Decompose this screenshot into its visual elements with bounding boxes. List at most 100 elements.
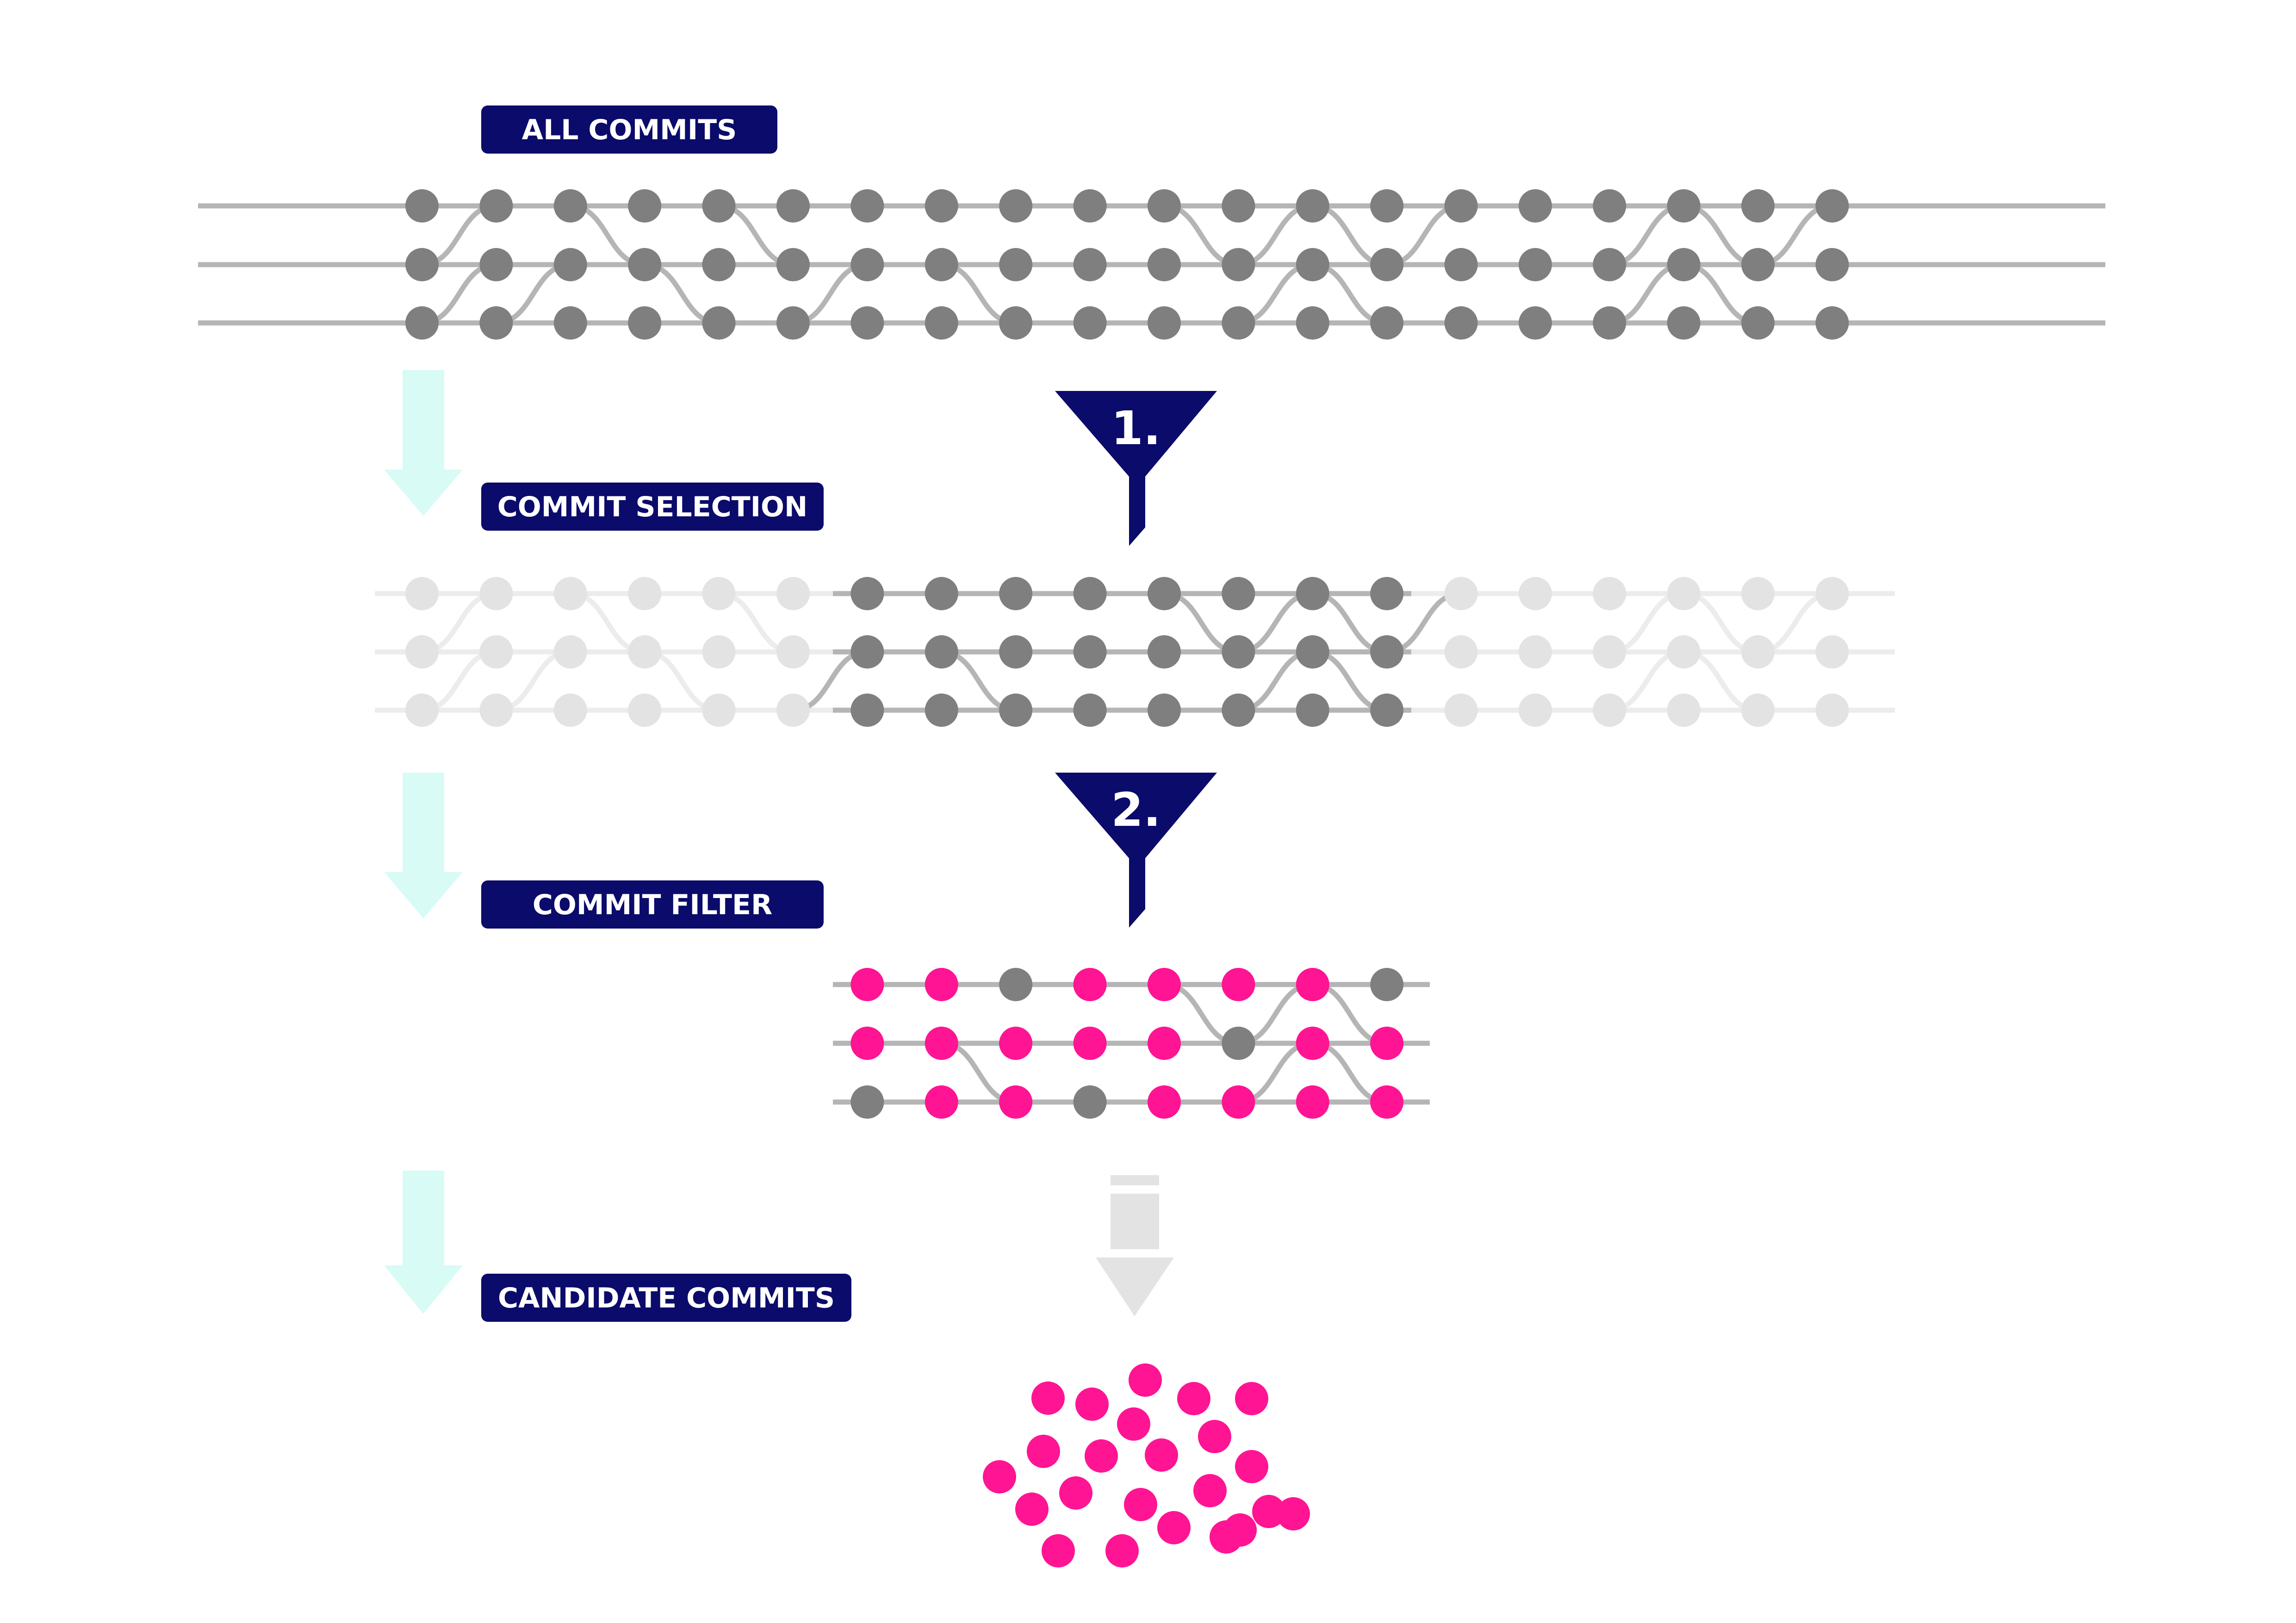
commit-dot [628, 635, 662, 669]
candidate-commit-dot [1157, 1511, 1191, 1544]
commit-dot [479, 306, 513, 340]
commit-dot [999, 306, 1033, 340]
commit-dot [850, 635, 884, 669]
commit-dot [628, 248, 662, 281]
candidate-commits-cluster [983, 1363, 1310, 1567]
commit-dot [925, 968, 958, 1001]
commit-dot [1667, 189, 1700, 223]
commit-dot [1815, 694, 1849, 727]
commit-dot [1370, 248, 1404, 281]
commit-dot [999, 248, 1033, 281]
commit-dot [925, 1085, 958, 1119]
commit-dot [1370, 189, 1404, 223]
commit-dot [1519, 248, 1552, 281]
commit-dot [405, 248, 439, 281]
commit-dot [1148, 248, 1181, 281]
commit-dot [925, 248, 958, 281]
candidate-commit-dot [1015, 1493, 1049, 1526]
commit-dot [1519, 577, 1552, 610]
commit-dot [1296, 189, 1329, 223]
commit-dot [553, 306, 587, 340]
commit-dot [628, 306, 662, 340]
commit-dot [776, 306, 810, 340]
commit-dot [1296, 577, 1329, 610]
commit-dot [1667, 694, 1700, 727]
commit-dot [1296, 1027, 1329, 1060]
commit-dot [1370, 1085, 1404, 1119]
commit-dot [850, 968, 884, 1001]
commit-dot [850, 694, 884, 727]
commit-dot [1148, 694, 1181, 727]
all-commits-graph [198, 189, 2105, 340]
funnel-step-2-text: 2. [1111, 783, 1161, 837]
commit-dot [1222, 248, 1255, 281]
commit-dot [1815, 306, 1849, 340]
candidate-commit-dot [1235, 1382, 1268, 1415]
label-commit-filter-text: COMMIT FILTER [533, 889, 772, 921]
commit-dot [1073, 1027, 1107, 1060]
commit-dot [1222, 306, 1255, 340]
commit-dot [776, 694, 810, 727]
commit-dot [479, 577, 513, 610]
down-arrow-2 [384, 773, 463, 918]
commit-dot [1370, 968, 1404, 1001]
commit-dot [999, 1085, 1033, 1119]
commit-dot [479, 248, 513, 281]
commit-dot [1222, 577, 1255, 610]
commit-dot [1741, 189, 1775, 223]
commit-dot [1519, 694, 1552, 727]
commit-dot [1444, 577, 1478, 610]
funnel-icon-1: 1. [1055, 391, 1217, 546]
commit-dot [1667, 577, 1700, 610]
commit-dot [1815, 248, 1849, 281]
commit-dot [1296, 1085, 1329, 1119]
candidate-commit-dot [1042, 1534, 1075, 1567]
commit-dot [1370, 577, 1404, 610]
commit-filter-graph [833, 968, 1430, 1119]
commit-dot [999, 189, 1033, 223]
commit-dot [553, 577, 587, 610]
commit-dot [1073, 968, 1107, 1001]
commit-dot [1073, 635, 1107, 669]
commit-dot [1815, 635, 1849, 669]
candidate-commit-dot [1075, 1388, 1109, 1421]
commit-dot [1667, 635, 1700, 669]
commit-dot [628, 694, 662, 727]
candidate-commit-dot [1252, 1495, 1285, 1528]
side-arrows [384, 370, 463, 1314]
commit-dot [1073, 694, 1107, 727]
commit-dot [702, 694, 736, 727]
commit-dot [1519, 189, 1552, 223]
candidate-commit-dot [1117, 1407, 1150, 1441]
commit-dot [1741, 306, 1775, 340]
commit-dot [628, 189, 662, 223]
commit-dot [1444, 694, 1478, 727]
commit-dot [1296, 968, 1329, 1001]
commit-dot [1222, 1085, 1255, 1119]
commit-dot [1073, 577, 1107, 610]
commit-dot [1593, 248, 1626, 281]
commit-dot [1073, 1085, 1107, 1119]
candidate-commit-dot [1105, 1534, 1139, 1567]
commit-dot [1222, 635, 1255, 669]
commit-dot [1370, 635, 1404, 669]
commit-dot [1073, 306, 1107, 340]
commit-dot [1667, 248, 1700, 281]
gray-down-arrow [1096, 1175, 1174, 1316]
commit-dot [702, 306, 736, 340]
commit-dot [405, 189, 439, 223]
commit-dot [1815, 189, 1849, 223]
candidate-commit-dot [1198, 1420, 1231, 1453]
commit-dot [1073, 189, 1107, 223]
commit-dot [1444, 248, 1478, 281]
commit-dot [999, 1027, 1033, 1060]
commit-dot [1741, 635, 1775, 669]
commit-dot [1296, 306, 1329, 340]
label-commit-filter: COMMIT FILTER [481, 880, 824, 929]
candidate-commit-dot [1124, 1488, 1157, 1521]
candidate-commit-dot [1277, 1497, 1310, 1530]
candidate-commit-dot [1085, 1439, 1118, 1473]
commit-dot [999, 577, 1033, 610]
commit-selection-graph [375, 577, 1895, 727]
commit-dot [1741, 248, 1775, 281]
